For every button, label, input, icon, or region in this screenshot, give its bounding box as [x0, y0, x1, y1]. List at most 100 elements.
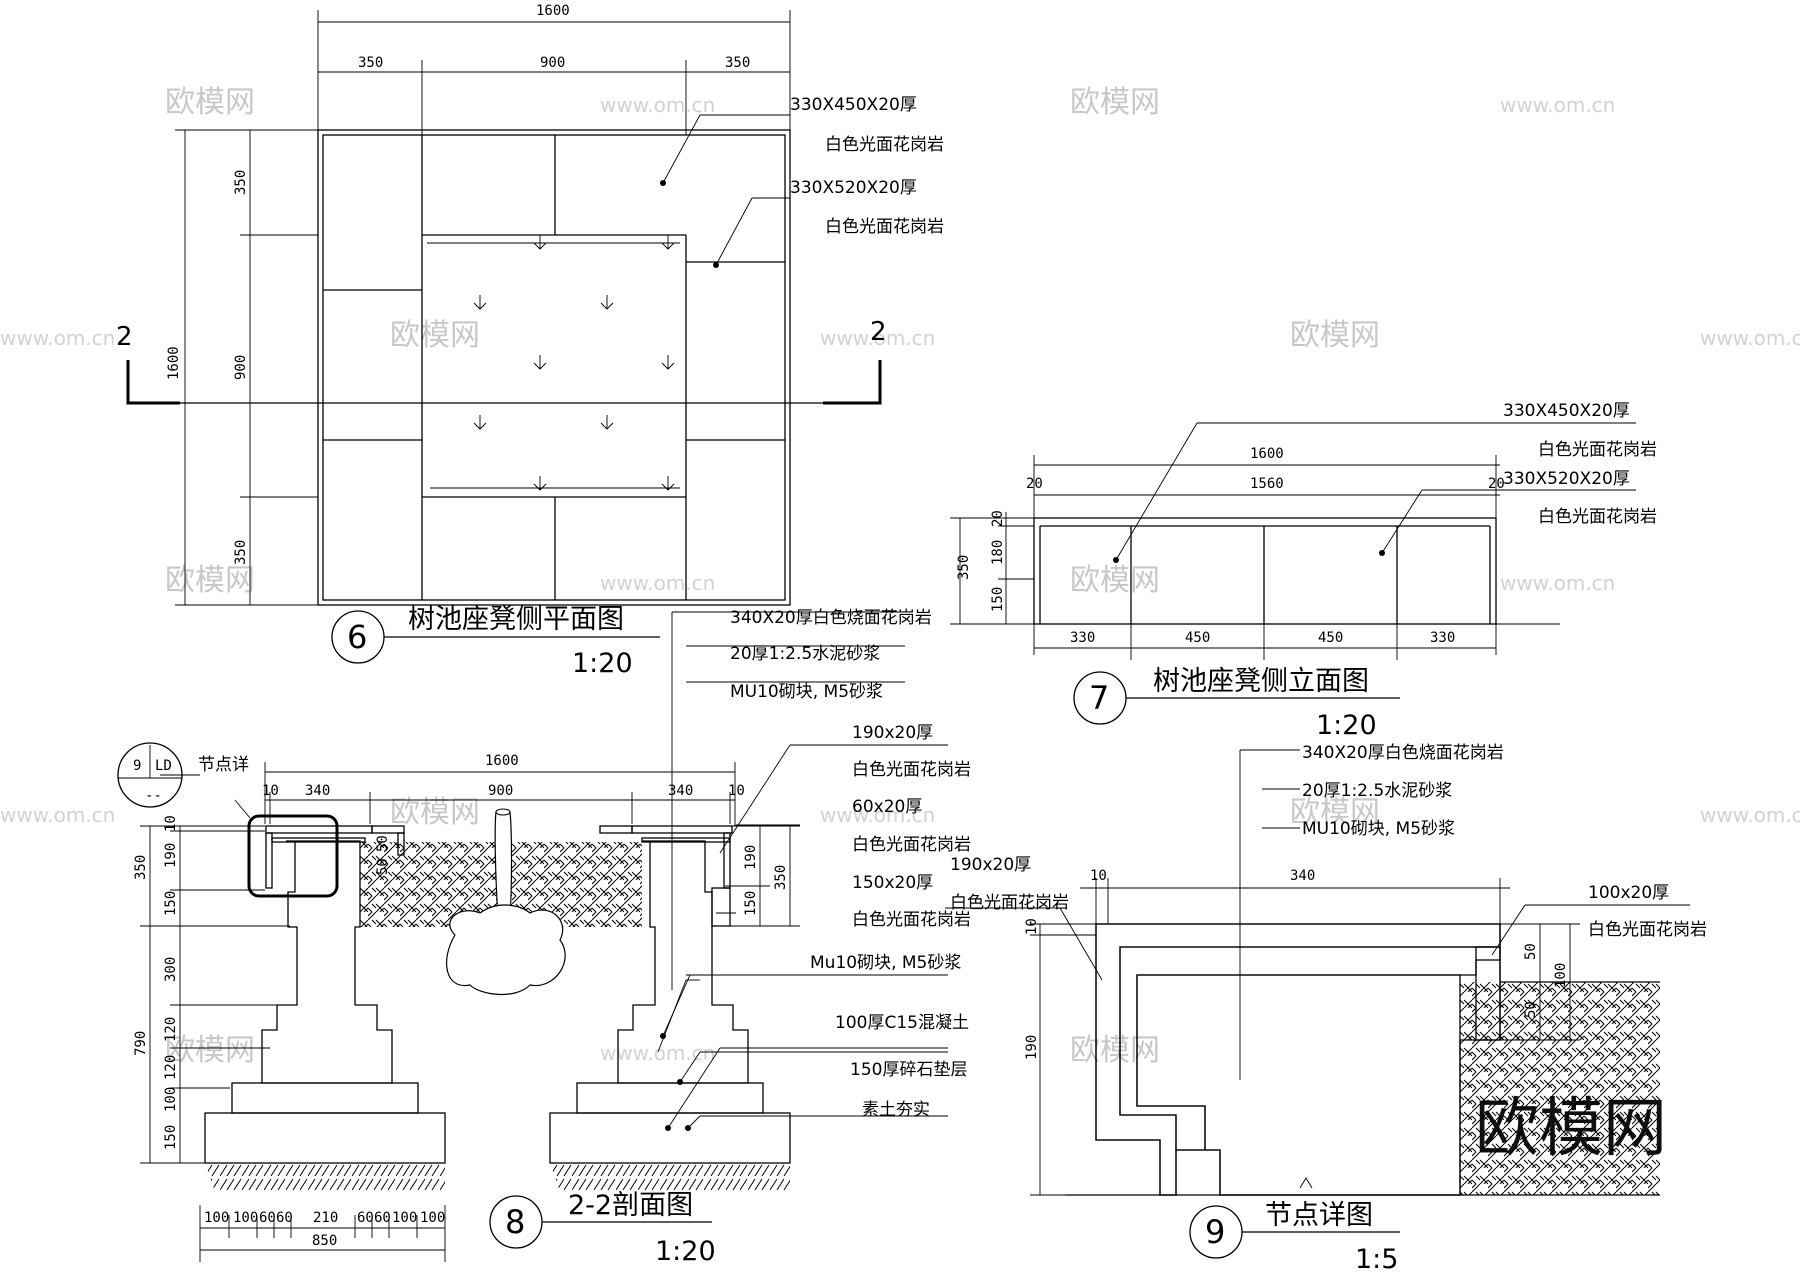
section-scale: 1:20: [655, 1236, 716, 1267]
dim-text: 190: [743, 845, 759, 870]
detail-note-top3: MU10砌块, M5砂浆: [1302, 819, 1455, 839]
plan-inner-outline: [322, 134, 786, 601]
dim-text: 450: [1318, 630, 1343, 646]
detail-note-top2: 20厚1:2.5水泥砂浆: [1302, 781, 1452, 801]
dim-text: 1600: [485, 753, 519, 769]
dim-text: 150: [163, 891, 179, 916]
detail-ref-num: 9: [133, 758, 141, 774]
section-note-r1b: 白色光面花岗岩: [852, 760, 971, 780]
watermark-text: 欧模网: [390, 795, 480, 830]
concrete-layer: [231, 1082, 419, 1114]
detail-note-top1: 340X20厚白色烧面花岗岩: [1302, 743, 1504, 763]
dim-text: 790: [133, 1031, 149, 1056]
plan-note2-line1: 330X520X20厚: [790, 178, 917, 198]
dim-text: 1600: [536, 3, 570, 19]
dim-text: 100: [392, 1210, 417, 1226]
mortar-layer: [1119, 946, 1501, 1151]
view-number: 6: [347, 618, 367, 656]
masonry-left: [261, 840, 393, 1084]
section-note-r3a: 150x20厚: [852, 873, 933, 893]
section-label-right: 2: [870, 317, 887, 347]
dim-text: 900: [540, 55, 565, 71]
dim-text: 180: [990, 540, 1006, 565]
watermark-url: www.om.cn: [1500, 93, 1615, 117]
gravel-layer: [549, 1112, 791, 1164]
root-ball: [446, 904, 566, 996]
dim-text: 100: [1553, 963, 1569, 988]
masonry-core: [1136, 974, 1461, 1196]
dim-text: 1560: [1250, 476, 1284, 492]
plan-title: 树池座凳侧平面图: [408, 604, 624, 635]
section-note-r4: Mu10砌块, M5砂浆: [810, 953, 961, 973]
elevation-view: 1600 20 1560 20 350 20 180 150 330 450 4…: [950, 401, 1657, 741]
section-note-r6: 150厚碎石垫层: [850, 1060, 967, 1080]
dim-text: 20: [1026, 476, 1043, 492]
dim-text: 1600: [1250, 446, 1284, 462]
elev-note2-line2: 白色光面花岗岩: [1538, 507, 1657, 527]
dim-text: 10: [262, 783, 279, 799]
dim-text: 900: [233, 355, 249, 380]
dim-text: 20: [990, 510, 1006, 527]
view-number: 9: [1205, 1213, 1225, 1251]
plan-note-leaders: [660, 114, 790, 268]
dim-text: 330: [1070, 630, 1095, 646]
dim-text: 20: [1488, 476, 1505, 492]
section-note-top3: MU10砌块, M5砂浆: [730, 682, 883, 702]
dim-text: 300: [163, 957, 179, 982]
watermark-text: 欧模网: [165, 85, 255, 120]
watermark-url: www.om.cn: [1700, 326, 1800, 350]
watermark-url: www.om.cn: [0, 803, 115, 827]
elev-note2-line1: 330X520X20厚: [1503, 469, 1630, 489]
gravel-layer: [204, 1112, 446, 1164]
detail-ref-code: LD: [155, 758, 172, 774]
plan-note2-line2: 白色光面花岗岩: [825, 217, 944, 237]
dim-text: 330: [1430, 630, 1455, 646]
dim-text: 850: [312, 1233, 337, 1249]
dim-text: 120: [163, 1017, 179, 1042]
dim-text: 100: [420, 1210, 445, 1226]
dim-text: 150: [163, 1125, 179, 1150]
dim-text: 60: [357, 1210, 374, 1226]
plan-note1-line2: 白色光面花岗岩: [825, 135, 944, 155]
dim-text: 340: [1290, 868, 1315, 884]
dim-text: 60: [259, 1210, 276, 1226]
dim-text: 450: [1185, 630, 1210, 646]
dim-text: 50: [1523, 943, 1539, 960]
plan-scale: 1:20: [572, 648, 633, 679]
section-note-r2b: 白色光面花岗岩: [852, 835, 971, 855]
dim-text: 900: [488, 783, 513, 799]
detail-note-left-a: 190x20厚: [950, 855, 1031, 875]
tree-trunk: [494, 811, 513, 916]
detail-ref-sub: --: [145, 788, 162, 804]
dim-text: 350: [358, 55, 383, 71]
section-marker-right: [823, 360, 882, 405]
detail-note-right-a: 100x20厚: [1588, 883, 1669, 903]
detail-title: 节点详图: [1265, 1200, 1373, 1231]
dim-text: 120: [163, 1055, 179, 1080]
dim-text: 1600: [166, 346, 182, 380]
section-note-leaders: [657, 611, 948, 1131]
elevation-note-leaders: [1113, 422, 1636, 563]
section-marker-left: [126, 360, 180, 405]
plan-outline: [317, 129, 791, 606]
watermark-url: www.om.cn: [600, 1041, 715, 1065]
dim-text: 50: [1523, 1001, 1539, 1018]
dim-text: 350: [233, 540, 249, 565]
section-note-top1: 340X20厚白色烧面花岗岩: [730, 608, 932, 628]
detail-note-right-b: 白色光面花岗岩: [1588, 920, 1707, 940]
granite-facing: [1095, 923, 1501, 1196]
section-note-r2a: 60x20厚: [852, 797, 922, 817]
dim-text: 150: [743, 891, 759, 916]
elev-note1-line1: 330X450X20厚: [1503, 401, 1630, 421]
detail-scale: 1:5: [1355, 1244, 1398, 1272]
dim-text: 210: [313, 1210, 338, 1226]
dim-text: 190: [1024, 1035, 1040, 1060]
section-view: 1600 10 340 900 340 10 350 790 10 190 15…: [117, 608, 971, 1267]
section-note-top2: 20厚1:2.5水泥砂浆: [730, 644, 880, 664]
watermark-text: 欧模网: [1290, 318, 1380, 353]
section-note-r5: 100厚C15混凝土: [835, 1013, 969, 1033]
watermark-url: www.om.cn: [600, 571, 715, 595]
watermark-text: 欧模网: [1290, 795, 1380, 830]
watermark-text: 欧模网: [1070, 563, 1160, 598]
